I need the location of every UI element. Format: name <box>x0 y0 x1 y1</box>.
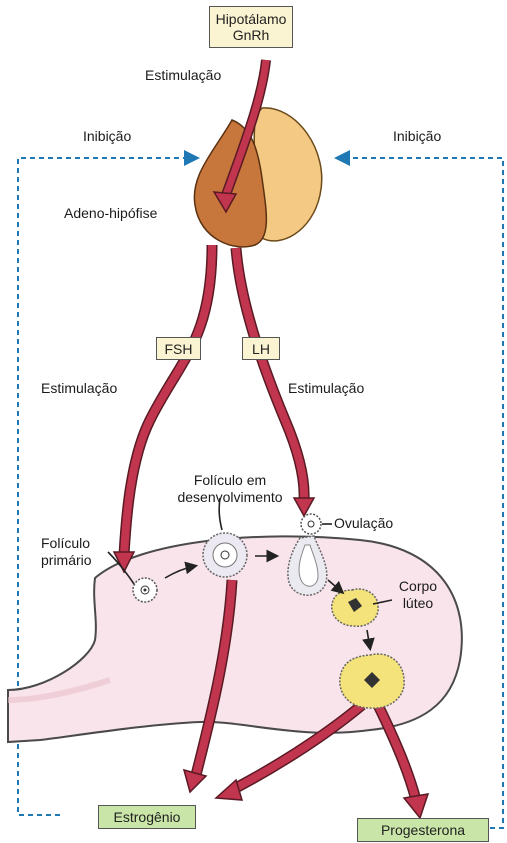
hypothalamus-label: Hipotálamo <box>216 11 287 27</box>
developing-follicle <box>203 533 247 577</box>
fsh-label: FSH <box>165 341 193 357</box>
stimulation-left-label: Estimulação <box>41 380 117 397</box>
developing-follicle-line1: Folículo em <box>168 472 292 489</box>
inhibition-right-label: Inibição <box>393 128 441 145</box>
progesterone-box: Progesterona <box>357 818 489 842</box>
pituitary-gland <box>194 108 321 247</box>
primary-follicle <box>133 578 157 602</box>
pituitary-label: Adeno-hipófise <box>64 205 157 222</box>
stimulation-right-label: Estimulação <box>288 380 364 397</box>
primary-follicle-line2: primário <box>41 552 92 569</box>
corpus-luteum-line2: lúteo <box>392 595 444 612</box>
inhibition-left-label: Inibição <box>83 128 131 145</box>
developing-follicle-label: Folículo em desenvolvimento <box>168 472 292 506</box>
fsh-box: FSH <box>156 337 201 360</box>
hypothalamus-box: Hipotálamo GnRh <box>209 6 293 48</box>
progesterone-label: Progesterona <box>381 822 465 838</box>
fsh-arrow <box>114 245 212 572</box>
estrogen-label: Estrogênio <box>114 809 181 825</box>
corpus-luteum-large <box>340 654 404 708</box>
lh-label: LH <box>252 341 270 357</box>
estrogen-box: Estrogênio <box>98 805 196 829</box>
primary-follicle-label: Folículo primário <box>41 535 92 569</box>
gnrh-label: GnRh <box>233 27 270 43</box>
lh-box: LH <box>242 337 280 360</box>
primary-follicle-line1: Folículo <box>41 535 92 552</box>
corpus-luteum-label: Corpo lúteo <box>392 578 444 612</box>
corpus-luteum-small <box>332 589 378 626</box>
developing-follicle-line2: desenvolvimento <box>168 489 292 506</box>
corpus-luteum-line1: Corpo <box>392 578 444 595</box>
ovulating-follicle <box>288 514 327 595</box>
stimulation-top-label: Estimulação <box>145 67 221 84</box>
ovulation-label: Ovulação <box>334 515 393 532</box>
